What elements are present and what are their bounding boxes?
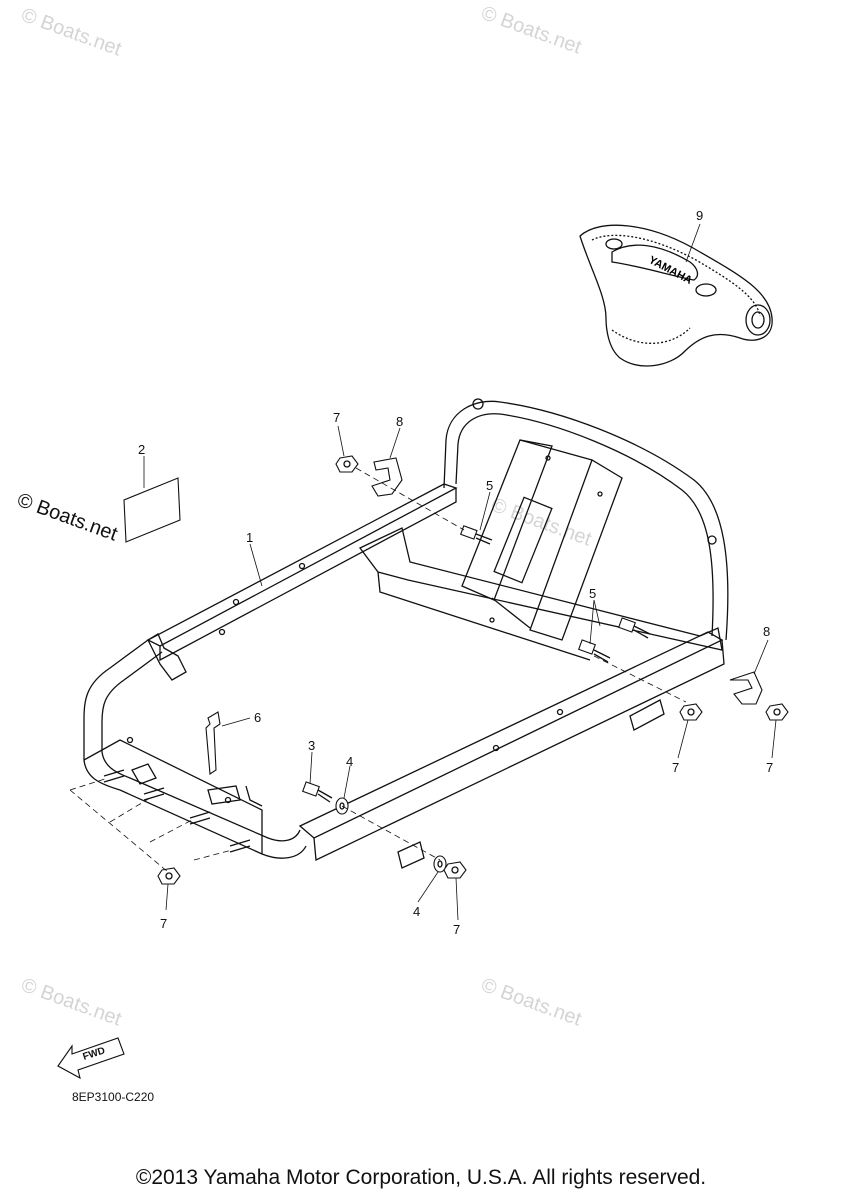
bracket-top bbox=[371, 457, 403, 497]
callout-8: 8 bbox=[763, 624, 770, 639]
bolt-right-upper bbox=[618, 617, 651, 639]
leader-line bbox=[417, 871, 439, 903]
leader-line bbox=[455, 877, 459, 921]
watermark: © Boats.net bbox=[18, 4, 124, 61]
callout-5: 5 bbox=[589, 586, 596, 601]
frame-assembly bbox=[83, 398, 729, 869]
clip bbox=[205, 711, 221, 775]
leader-line bbox=[337, 425, 345, 457]
callout-7: 7 bbox=[453, 922, 460, 937]
bracket-right bbox=[729, 671, 763, 705]
alignment-line bbox=[355, 467, 465, 531]
leader-line bbox=[249, 543, 263, 587]
label-sticker bbox=[123, 477, 181, 543]
leader-line bbox=[389, 427, 401, 459]
callout-2: 2 bbox=[138, 442, 145, 457]
stud-bolts bbox=[103, 769, 251, 853]
leader-line bbox=[589, 599, 601, 645]
nut-right-1 bbox=[679, 703, 703, 721]
leader-line bbox=[221, 717, 251, 727]
watermark: © Boats.net bbox=[488, 494, 594, 551]
alignment-line bbox=[593, 655, 687, 703]
bolt-top bbox=[460, 525, 493, 545]
washer-lower bbox=[433, 855, 447, 873]
nut-right-2 bbox=[765, 703, 789, 721]
callout-9: 9 bbox=[696, 208, 703, 223]
bolt-center bbox=[302, 781, 333, 803]
callout-7: 7 bbox=[333, 410, 340, 425]
callout-8: 8 bbox=[396, 414, 403, 429]
leader-line bbox=[479, 491, 491, 531]
leader-line bbox=[677, 719, 689, 759]
watermark: © Boats.net bbox=[14, 489, 120, 546]
nut-top bbox=[335, 455, 359, 473]
leader-line bbox=[309, 751, 313, 785]
callout-7: 7 bbox=[766, 760, 773, 775]
callout-3: 3 bbox=[308, 738, 315, 753]
copyright-notice: ©2013 Yamaha Motor Corporation, U.S.A. A… bbox=[135, 1166, 707, 1189]
callout-7: 7 bbox=[672, 760, 679, 775]
leader-line bbox=[343, 765, 351, 799]
alignment-line bbox=[69, 789, 169, 873]
watermark: © Boats.net bbox=[478, 2, 584, 59]
alignment-line bbox=[69, 777, 109, 791]
callout-4: 4 bbox=[413, 904, 420, 919]
watermark: © Boats.net bbox=[478, 974, 584, 1031]
leader-line bbox=[771, 719, 777, 759]
callout-7: 7 bbox=[160, 916, 167, 931]
nut-bottom-left bbox=[157, 867, 181, 885]
callout-4: 4 bbox=[346, 754, 353, 769]
leader-line bbox=[685, 223, 701, 263]
alignment-line bbox=[193, 849, 233, 861]
callout-1: 1 bbox=[246, 530, 253, 545]
watermark: © Boats.net bbox=[18, 974, 124, 1031]
alignment-line bbox=[149, 819, 193, 843]
nut-bottom-center bbox=[443, 861, 467, 879]
callout-5: 5 bbox=[486, 478, 493, 493]
alignment-line bbox=[109, 797, 151, 823]
alignment-line bbox=[341, 805, 441, 861]
leader-line bbox=[165, 883, 169, 911]
diagram-code: 8EP3100-C220 bbox=[72, 1090, 154, 1104]
bolt-right-lower bbox=[578, 639, 611, 663]
callout-6: 6 bbox=[254, 710, 261, 725]
leader-line bbox=[753, 639, 769, 675]
fwd-arrow-icon: FWD bbox=[57, 1037, 125, 1080]
handlebar-pad: YAMAHA bbox=[579, 224, 773, 367]
